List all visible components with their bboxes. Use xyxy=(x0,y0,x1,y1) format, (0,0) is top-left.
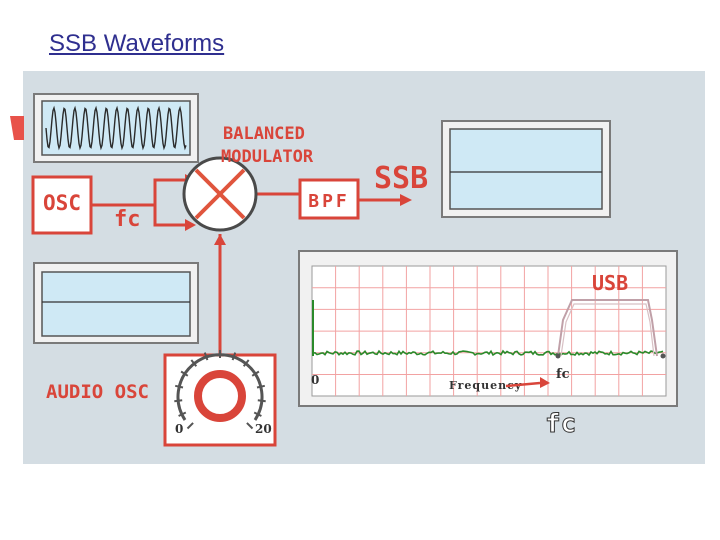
carrier-waveform xyxy=(45,105,187,151)
fc-big-label: fc xyxy=(545,409,576,439)
balanced-label: BALANCED xyxy=(223,124,305,144)
signal-wires xyxy=(91,178,400,355)
frequency-arrow-icon xyxy=(505,377,550,388)
dial-min-label: 0 xyxy=(175,422,183,436)
dial-max-label: 20 xyxy=(255,422,272,436)
audio-scope xyxy=(33,262,199,344)
osc-box xyxy=(31,175,93,235)
audio-osc-dial xyxy=(174,350,266,430)
decorative-fragment xyxy=(10,116,24,140)
fc-label: fc xyxy=(114,207,141,232)
audio-osc-label: AUDIO OSC xyxy=(46,381,149,403)
spectrum-origin-label: 0 xyxy=(311,373,319,387)
usb-envelope-inner xyxy=(560,303,655,357)
output-scope xyxy=(441,120,611,218)
ssb-label: SSB xyxy=(374,161,428,196)
carrier-scope xyxy=(33,93,199,163)
spectrum-noise-floor xyxy=(312,349,664,357)
fc-axis-label: fc xyxy=(556,367,570,382)
bpf-label: BPF xyxy=(308,191,350,212)
slide-title: SSB Waveforms xyxy=(49,30,225,57)
modulator-label: MODULATOR xyxy=(221,147,314,167)
balanced-modulator-symbol xyxy=(182,156,258,232)
bpf-box xyxy=(298,178,360,220)
usb-label: USB xyxy=(592,271,628,295)
spectrum-display xyxy=(298,250,678,407)
fc-marker-left xyxy=(555,353,561,359)
usb-envelope-outer xyxy=(557,299,658,357)
osc-label: OSC xyxy=(43,191,81,215)
fc-marker-right xyxy=(660,353,666,359)
frequency-axis-label: Frequency xyxy=(449,379,522,392)
